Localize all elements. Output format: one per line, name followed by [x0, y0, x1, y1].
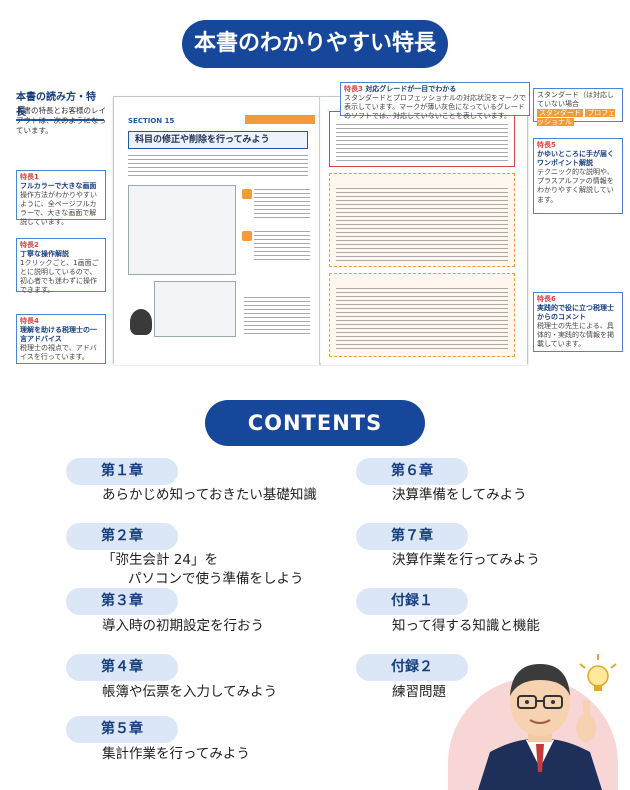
point-box [329, 111, 515, 167]
chapter-4-label: 第４章 [66, 654, 178, 681]
lightbulb-icon [579, 654, 617, 691]
chapter-5-title: 集計作業を行ってみよう [102, 746, 250, 762]
chapter-2-label: 第２章 [66, 523, 178, 550]
chapter-1-label: 第１章 [66, 458, 178, 485]
chapter-7-title: 決算作業を行ってみよう [392, 552, 540, 568]
feature-3: 特長3 対応グレードが一目でわかる スタンダードとプロフェッショナルの対応状況を… [340, 82, 530, 120]
section-label: SECTION 15 [128, 117, 175, 125]
grade-legend: スタンダード（は対応していない場合 スタンダード プロフェッショナル [533, 88, 623, 127]
left-page: SECTION 15 科目の修正や削除を行ってみよう [114, 97, 320, 365]
chapter-6-title: 決算準備をしてみよう [392, 487, 527, 503]
feature-1: 特長1 フルカラーで大きな画面 操作方法がわかりやすいように、全ページフルカラー… [16, 170, 106, 226]
chapter-2-title-2: パソコンで使う準備をしよう [128, 571, 304, 587]
preview-heading: 本書の読み方・特長 [16, 88, 104, 121]
appendix-2-label: 付録２ [356, 654, 468, 681]
preview-intro: 本書の特長とお客様のレイアウトは、次のようになっています。 [16, 106, 106, 136]
accountant-avatar [478, 654, 617, 790]
feature-5: 特長5 かゆいところに手が届くワンポイント解説 テクニック的な説明や、プラスアル… [533, 138, 623, 214]
advice-box-2 [329, 273, 515, 357]
contents-title: CONTENTS [205, 400, 425, 446]
right-page [321, 97, 527, 365]
grade-tag [245, 115, 315, 124]
chapter-1-title: あらかじめ知っておきたい基礎知識 [102, 487, 317, 503]
chapter-3-label: 第３章 [66, 588, 178, 615]
chapter-7-label: 第７章 [356, 523, 468, 550]
feature-4: 特長4 理解を助ける税理士の一言アドバイス 税理士の視点で、アドバイスを行ってい… [16, 314, 106, 364]
advice-box-1 [329, 173, 515, 267]
appendix-1-title: 知って得する知識と機能 [392, 618, 540, 634]
appendix-2-title: 練習問題 [392, 684, 446, 700]
advisor-icon [130, 309, 152, 335]
chapter-5-label: 第５章 [66, 716, 178, 743]
feature-6: 特長6 実践的で役に立つ税理士からのコメント 税理士の先生による、具体的・実践的… [533, 292, 623, 352]
appendix-1-label: 付録１ [356, 588, 468, 615]
screenshot-2 [154, 281, 236, 337]
page-title: 本書のわかりやすい特長 [182, 20, 448, 68]
page-spread: SECTION 15 科目の修正や削除を行ってみよう [113, 96, 528, 365]
chapter-3-title: 導入時の初期設定を行おう [102, 618, 264, 634]
book-preview: 本書の読み方・特長 本書の特長とお客様のレイアウトは、次のようになっています。 … [0, 78, 630, 378]
feature-2: 特長2 丁寧な操作解説 1クリックごと、1画面ごとに説明しているので、初心者でも… [16, 238, 106, 294]
section-title: 科目の修正や削除を行ってみよう [128, 131, 308, 149]
chapter-6-label: 第６章 [356, 458, 468, 485]
screenshot-1 [128, 185, 236, 275]
chapter-4-title: 帳簿や伝票を入力してみよう [102, 684, 278, 700]
chapter-2-title-1: 「弥生会計 24」を [102, 552, 218, 568]
